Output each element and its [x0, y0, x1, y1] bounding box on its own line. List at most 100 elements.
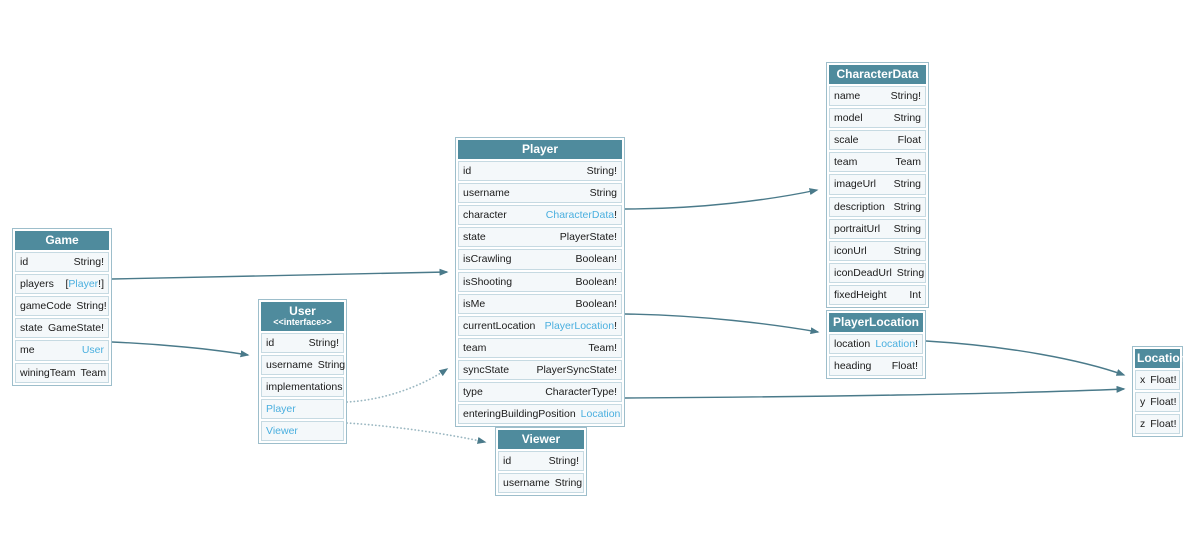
- field-type: Float!: [892, 360, 918, 372]
- field-name: isShooting: [463, 275, 513, 288]
- field-name: id: [463, 165, 472, 178]
- table-title: Viewer: [498, 430, 584, 450]
- field-type: Float!: [1150, 418, 1176, 430]
- implementation-link[interactable]: Player: [266, 403, 296, 416]
- type-link[interactable]: Player: [68, 278, 99, 291]
- field-type: String!: [891, 90, 921, 102]
- type-text: !: [614, 209, 617, 222]
- field-type: CharacterData!: [546, 209, 617, 221]
- type-text: Float!: [1150, 374, 1177, 387]
- table-title: Player: [458, 140, 622, 160]
- field-name: description: [834, 200, 885, 213]
- type-text: Float!: [891, 360, 918, 373]
- type-text: String: [317, 359, 346, 372]
- type-link[interactable]: Location: [580, 407, 621, 420]
- table-title: Game: [15, 231, 109, 251]
- field-row-location: location Location!: [829, 334, 923, 355]
- field-type: PlayerLocation!: [545, 320, 617, 332]
- type-text: !: [915, 338, 918, 351]
- field-row-me: me User: [15, 340, 109, 361]
- field-name: enteringBuildingPosition: [463, 407, 576, 420]
- field-row-character: character CharacterData!: [458, 205, 622, 226]
- table-title-text: Viewer: [521, 432, 561, 446]
- type-text: PlayerState!: [559, 231, 617, 244]
- type-text: Team: [895, 156, 921, 169]
- field-name: portraitUrl: [834, 222, 881, 235]
- field-name: isMe: [463, 297, 486, 310]
- field-name: type: [463, 385, 483, 398]
- arrow-Player.character-to-CharacterData: [624, 188, 819, 210]
- type-link[interactable]: CharacterData: [545, 209, 615, 222]
- type-text: Float!: [1150, 396, 1177, 409]
- type-text: String: [893, 244, 921, 257]
- field-name: location: [834, 338, 871, 351]
- implementation-link[interactable]: Viewer: [266, 425, 298, 438]
- type-text: String: [589, 187, 617, 200]
- type-link[interactable]: PlayerLocation: [544, 319, 615, 332]
- type-text: String: [893, 200, 921, 213]
- field-name: me: [20, 344, 35, 357]
- table-title: PlayerLocation: [829, 313, 923, 333]
- field-type: String!: [549, 455, 579, 467]
- field-type: Boolean!: [576, 298, 617, 310]
- table-subtitle-text: <<interface>>: [273, 317, 332, 328]
- field-row-currentLocation: currentLocation PlayerLocation!: [458, 315, 622, 336]
- field-type: String: [555, 477, 582, 489]
- field-name: currentLocation: [463, 319, 536, 332]
- field-type: [Player!]: [65, 278, 104, 290]
- type-text: String: [893, 222, 921, 235]
- arrow-Player.enteringBuildingPosition-to-Location: [624, 385, 1126, 399]
- field-type: String: [894, 201, 921, 213]
- field-type: Team: [80, 367, 106, 379]
- type-text: Int: [909, 288, 921, 301]
- arrow-PlayerLocation.location-to-Location: [925, 340, 1126, 376]
- field-row-type: type CharacterType!: [458, 381, 622, 402]
- field-name: y: [1140, 396, 1146, 409]
- type-text: Boolean!: [575, 253, 617, 266]
- type-text: String!: [548, 455, 579, 468]
- field-type: Boolean!: [576, 276, 617, 288]
- type-link[interactable]: Location: [875, 338, 916, 351]
- type-link[interactable]: User: [81, 344, 104, 357]
- table-title-text: Location: [1137, 351, 1187, 365]
- field-type: Team: [895, 156, 921, 168]
- arrow-User.Player-to-Player: [346, 368, 449, 403]
- table-title-text: User: [289, 304, 316, 318]
- field-name: character: [463, 209, 507, 222]
- field-type: User: [82, 344, 104, 356]
- field-row-isShooting: isShooting Boolean!: [458, 271, 622, 292]
- type-text: String!: [890, 90, 921, 103]
- field-type: Team!: [588, 342, 617, 354]
- field-name: gameCode: [20, 300, 72, 313]
- field-type: CharacterType!: [545, 386, 617, 398]
- type-text: String!: [586, 165, 617, 178]
- type-text: String: [896, 266, 925, 279]
- field-name: username: [503, 477, 550, 490]
- table-title-text: CharacterData: [836, 67, 919, 81]
- field-type: Int: [909, 289, 921, 301]
- type-text: String: [893, 178, 921, 191]
- field-row-isMe: isMe Boolean!: [458, 293, 622, 314]
- field-name: implementations: [266, 381, 343, 394]
- type-text: GameState!: [47, 322, 104, 335]
- type-text: !]: [98, 278, 104, 291]
- field-row-portraitUrl: portraitUrl String: [829, 218, 926, 239]
